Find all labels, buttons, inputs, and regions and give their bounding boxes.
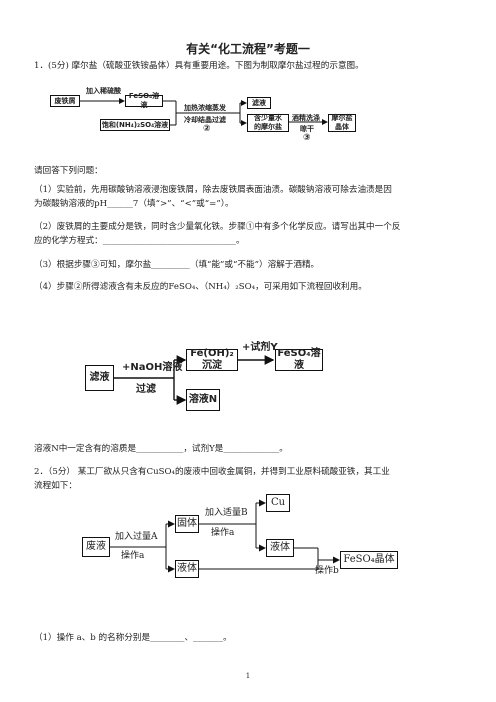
step2-number: ② bbox=[203, 124, 211, 134]
salt-crystal-line-1: 摩尔盐 bbox=[331, 114, 353, 122]
step2-label-1: 加热浓缩蒸发 bbox=[184, 104, 226, 112]
add-naoh-label: +NaOH溶液 bbox=[122, 362, 183, 373]
salt-crystal-line-2: 晶体 bbox=[335, 123, 349, 131]
filtrate-box: 滤液 bbox=[247, 97, 271, 109]
feso4-solution-box-2: FeSO₄溶液 bbox=[275, 348, 323, 371]
q1-part2-line2: 应的化学方程式：_______________________________。 bbox=[34, 236, 245, 246]
q2-intro-line1: 2．（5分） 某工厂欲从只含有CuSO₄的废液中回收金属铜，并得到工业原料硫酸亚… bbox=[34, 467, 390, 477]
page-title: 有关“化工流程”考题一 bbox=[186, 42, 310, 56]
solid-box: 固体 bbox=[175, 515, 199, 533]
feoh2-precipitate-box: Fe(OH)₂沉淀 bbox=[186, 348, 238, 371]
filtrate-box-2: 滤液 bbox=[85, 365, 114, 391]
add-excess-a-label: 加入过量A bbox=[115, 532, 158, 542]
q1-part2-line1: （2）废铁屑的主要成分是铁，同时含少量氧化铁。步骤①中有多个化学反应。请写出其中… bbox=[34, 222, 401, 232]
feso4-crystal-box: FeSO₄晶体 bbox=[340, 551, 398, 569]
liquid-box-1: 液体 bbox=[175, 560, 199, 578]
operation-a-label-2: 操作a bbox=[211, 528, 235, 538]
add-acid-label: 加入稀硫酸 bbox=[86, 87, 121, 95]
q1-part3: （3）根据步骤③可知，摩尔盐_________（填“能”或“不能”）溶解于酒精。 bbox=[34, 260, 320, 270]
feso4-solution-box: FeSO₄溶液 bbox=[125, 92, 163, 109]
q1-prompt: 请回答下列问题： bbox=[34, 166, 103, 176]
q1-part1-line1: （1）实验前，先用碳酸钠溶液浸泡废铁屑，除去废铁屑表面油渍。碳酸钠溶液可除去油渍… bbox=[34, 185, 392, 195]
solution-n-box: 溶液N bbox=[186, 389, 220, 411]
step2-label-2: 冷却结晶过滤 bbox=[184, 116, 226, 124]
add-b-label: 加入适量B bbox=[205, 508, 248, 518]
copper-box: Cu bbox=[266, 494, 290, 512]
step3-number: ③ bbox=[303, 133, 311, 143]
wet-salt-box: 含少量水 的摩尔盐 bbox=[247, 114, 289, 132]
waste-liquid-box: 废液 bbox=[82, 537, 110, 557]
nh4-solution-box: 饱和(NH₄)₂SO₄溶液 bbox=[100, 119, 170, 131]
q2-part1: （1）操作 a、b 的名称分别是________、_______。 bbox=[34, 633, 232, 643]
reagent-y-label: +试剂Y bbox=[242, 342, 278, 353]
q1-intro: 1．(5分) 摩尔盐（硫酸亚铁铵晶体）具有重要用途。下图为制取摩尔盐过程的示意图… bbox=[34, 61, 364, 71]
filter-label: 过滤 bbox=[136, 384, 156, 395]
q1-part4: （4）步骤②所得滤液含有未反应的FeSO₄、（NH₄）₂SO₄，可采用如下流程回… bbox=[34, 282, 367, 292]
operation-a-label-1: 操作a bbox=[121, 551, 145, 561]
q2-intro-line2: 流程如下： bbox=[34, 481, 77, 491]
step3-label-1: 酒精洗涤 bbox=[292, 114, 320, 122]
liquid-box-2: 液体 bbox=[266, 539, 294, 557]
wet-salt-line-1: 含少量水 bbox=[254, 114, 282, 122]
wet-salt-line-2: 的摩尔盐 bbox=[254, 123, 282, 131]
salt-crystal-box: 摩尔盐 晶体 bbox=[328, 114, 356, 132]
q1-part1-line2: 为碳酸钠溶液的pH______7（填“>”、“<”或“=”）。 bbox=[34, 199, 234, 209]
operation-b-label: 操作b bbox=[315, 566, 339, 576]
step3-label-2: 晾干 bbox=[300, 125, 314, 133]
scrap-iron-box: 废铁屑 bbox=[50, 95, 80, 107]
page-number: 1 bbox=[245, 672, 251, 680]
q1-part5: 溶液N中一定含有的溶质是___________，试剂Y是____________… bbox=[34, 444, 288, 454]
